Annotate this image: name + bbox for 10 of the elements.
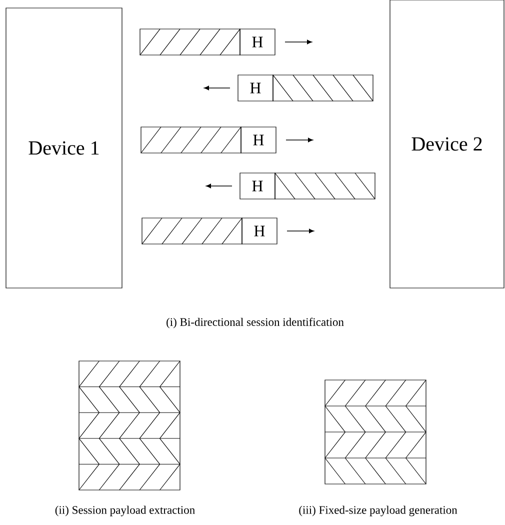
header-box: H bbox=[242, 218, 278, 244]
device-box: Device 1 bbox=[6, 8, 122, 288]
header-box: H bbox=[240, 172, 276, 200]
caption: (i) Bi-directional session identification bbox=[166, 318, 344, 328]
caption: (iii) Fixed-size payload generation bbox=[299, 506, 458, 516]
caption: (ii) Session payload extraction bbox=[55, 506, 195, 516]
device-box: Device 2 bbox=[390, 0, 504, 288]
header-box: H bbox=[240, 126, 276, 154]
header-box: H bbox=[238, 74, 274, 102]
header-box: H bbox=[240, 28, 276, 56]
